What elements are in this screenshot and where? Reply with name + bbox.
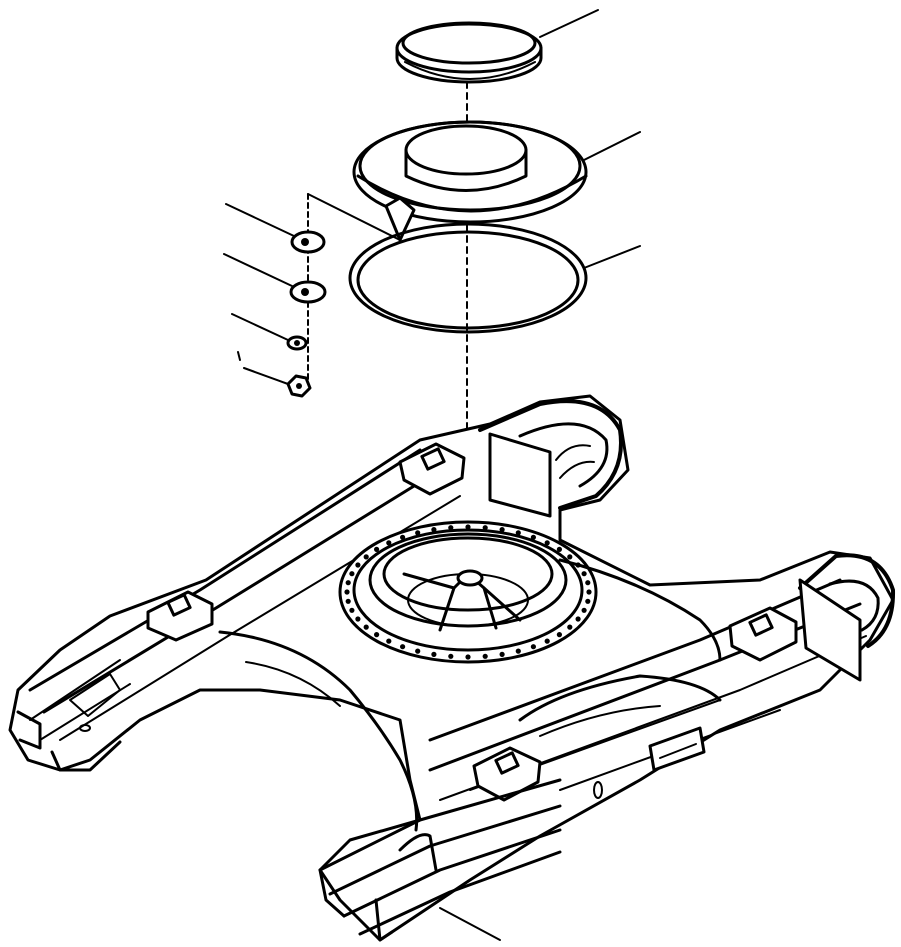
- gear-tooth: [515, 648, 521, 654]
- gear-tooth: [415, 530, 421, 536]
- gear-tooth: [345, 580, 351, 586]
- leader-line: [539, 9, 599, 38]
- leader-line: [583, 131, 641, 161]
- gear-tooth: [567, 554, 573, 560]
- leader-line: [243, 367, 289, 385]
- bracket-washer: [223, 253, 327, 304]
- bracket-plate: [225, 203, 326, 254]
- gear-tooth: [586, 589, 592, 595]
- gear-tooth: [575, 616, 581, 622]
- hex-nut: [237, 351, 312, 398]
- gear-tooth: [585, 580, 591, 586]
- gear-tooth: [363, 554, 369, 560]
- gear-tooth: [530, 534, 537, 540]
- gear-tooth: [345, 598, 351, 604]
- leader-line: [231, 313, 289, 341]
- bracket-link: [307, 193, 416, 381]
- leader-line: [237, 351, 241, 361]
- gear-tooth: [465, 524, 471, 530]
- leader-line: [583, 245, 641, 269]
- gear-tooth: [386, 540, 392, 546]
- gear-tooth: [374, 632, 380, 638]
- gear-tooth: [355, 616, 361, 622]
- gear-tooth: [415, 648, 421, 654]
- gear-tooth: [567, 624, 573, 630]
- gear-tooth: [355, 562, 361, 568]
- gear-tooth: [581, 571, 587, 577]
- gear-teeth: [344, 524, 592, 660]
- gear-tooth: [431, 651, 437, 658]
- gear-tooth: [400, 534, 406, 540]
- gear-tooth: [374, 546, 380, 553]
- gear-tooth: [344, 589, 350, 595]
- leader-line: [223, 253, 293, 287]
- cover-plate: [395, 9, 599, 84]
- gear-tooth: [544, 540, 550, 546]
- leader-line: [225, 203, 295, 237]
- gear-tooth: [530, 644, 537, 650]
- swing-circle-cover: [352, 120, 641, 224]
- gear-tooth: [482, 653, 488, 659]
- gear-tooth: [400, 644, 406, 650]
- gear-tooth: [386, 638, 392, 644]
- gear-tooth: [431, 527, 437, 533]
- gear-tooth: [482, 525, 488, 531]
- gear-tooth: [448, 525, 454, 531]
- gear-tooth: [544, 638, 550, 644]
- gear-tooth: [556, 632, 563, 638]
- gear-tooth: [499, 527, 505, 533]
- track-frame: [8, 394, 896, 942]
- gear-tooth: [349, 571, 355, 577]
- gear-tooth: [349, 607, 355, 613]
- o-ring-seal: [348, 222, 641, 334]
- gear-tooth: [499, 651, 505, 658]
- gear-tooth: [448, 653, 454, 659]
- gear-tooth: [585, 598, 591, 604]
- gear-tooth: [363, 624, 369, 630]
- lock-washer: [231, 313, 308, 351]
- gear-tooth: [515, 530, 521, 536]
- leader-line: [439, 907, 501, 941]
- gear-tooth: [581, 607, 587, 613]
- gear-tooth: [556, 546, 563, 553]
- gear-tooth: [465, 654, 471, 660]
